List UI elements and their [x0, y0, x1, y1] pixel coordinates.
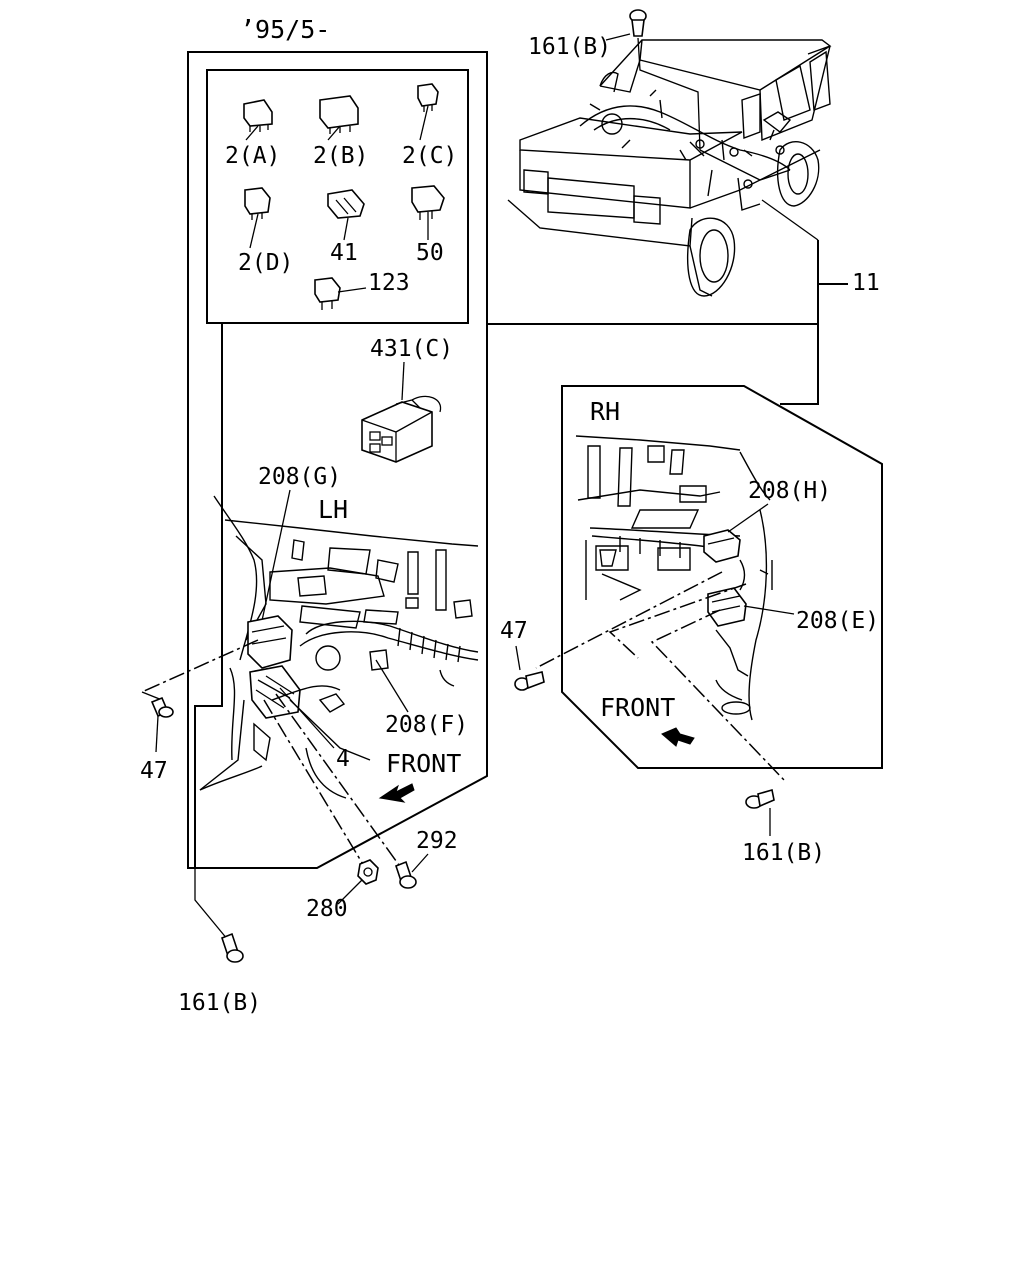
rh-dashboard-illustration	[575, 435, 773, 721]
callout-50: 50	[416, 240, 444, 266]
callout-161b-right: 161(B)	[742, 840, 825, 866]
callout-2c: 2(C)	[402, 143, 457, 169]
callout-208g: 208(G)	[258, 464, 341, 490]
relay-icon	[243, 99, 273, 132]
relay-icon	[417, 83, 439, 112]
front-label-lh: FRONT	[386, 749, 461, 778]
front-arrow-icon	[661, 727, 695, 747]
callout-4: 4	[336, 746, 350, 772]
relay-icon	[411, 185, 445, 220]
callout-431c: 431(C)	[370, 336, 453, 362]
vehicle-illustration	[507, 39, 832, 297]
callout-2a: 2(A)	[225, 143, 280, 169]
bolt-icon	[514, 671, 545, 691]
front-arrow-icon	[378, 783, 415, 803]
front-label-rh: FRONT	[600, 693, 675, 722]
callout-123: 123	[368, 270, 410, 296]
relay-parts-box	[206, 69, 469, 324]
nut-icon	[357, 859, 379, 885]
callout-11: 11	[852, 270, 880, 296]
callout-208h: 208(H)	[748, 478, 831, 504]
callout-47-left: 47	[140, 758, 168, 784]
lh-panel-title: LH	[318, 495, 348, 524]
callout-2d: 2(D)	[238, 250, 293, 276]
callout-2b: 2(B)	[313, 143, 368, 169]
bolt-icon	[629, 9, 647, 37]
callout-47-right: 47	[500, 618, 528, 644]
callout-292: 292	[416, 828, 458, 854]
lh-panel-outline	[187, 51, 848, 869]
lh-dashboard-illustration	[199, 495, 479, 799]
bolt-icon	[395, 860, 417, 889]
bolt-icon	[150, 696, 174, 718]
rh-panel-outline	[561, 385, 883, 769]
callout-161b-bottom: 161(B)	[178, 990, 261, 1016]
callout-41: 41	[330, 240, 358, 266]
date-code: ’95/5-	[240, 15, 330, 44]
bolt-icon	[221, 932, 244, 963]
rh-panel-title: RH	[590, 397, 620, 426]
relay-icon	[319, 95, 359, 134]
bolt-icon	[745, 788, 775, 809]
connector-icon	[361, 395, 442, 463]
relay-icon	[244, 187, 271, 220]
connector-icon	[327, 189, 365, 219]
callout-161b-top: 161(B)	[528, 34, 611, 60]
callout-280: 280	[306, 896, 348, 922]
relay-icon	[314, 277, 341, 310]
callout-208e: 208(E)	[796, 608, 879, 634]
callout-208f: 208(F)	[385, 712, 468, 738]
